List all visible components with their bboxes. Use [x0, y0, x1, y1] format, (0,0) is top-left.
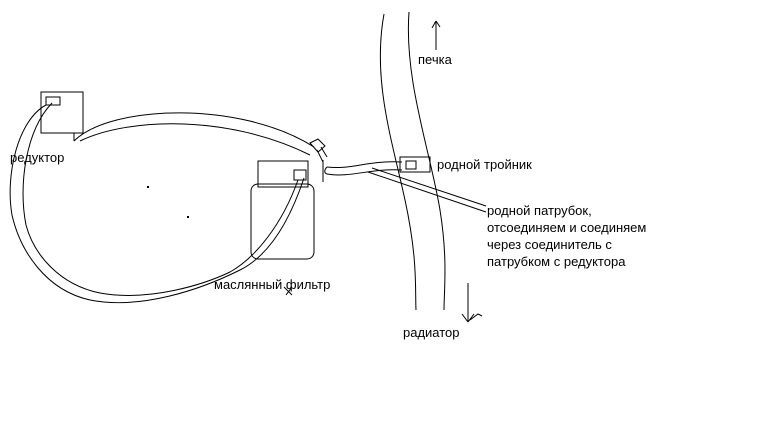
- label-oil-filter: маслянный фильтр: [214, 277, 331, 292]
- main-pipe-right-wall: [407, 11, 446, 311]
- hose-reducer-to-connector: [73, 112, 315, 156]
- label-native-pipe-line: отсоединяем и соединяем: [487, 220, 647, 235]
- label-native-pipe-line: родной патрубок,: [487, 203, 592, 218]
- label-native-tee: родной тройник: [437, 157, 532, 172]
- filter-label-mark: [283, 286, 293, 296]
- stray-dot: [187, 216, 189, 218]
- label-native-pipe: родной патрубок, отсоединяем и соединяем…: [487, 202, 646, 270]
- leader-line-upper: [371, 167, 487, 207]
- oil-filter: [250, 160, 315, 260]
- label-native-pipe-line: патрубком с редуктора: [487, 254, 626, 269]
- native-tee: [399, 156, 431, 173]
- arrow-down-icon: [461, 283, 483, 323]
- hose-connector: [309, 138, 328, 182]
- label-heater: печка: [418, 52, 452, 67]
- hose-connector-to-tee: [324, 161, 403, 176]
- label-reducer: редуктор: [10, 150, 65, 165]
- stray-dot: [147, 186, 149, 188]
- reducer-box: [40, 91, 84, 141]
- arrow-up-icon: [431, 20, 441, 50]
- main-pipe-left-wall: [379, 13, 417, 311]
- label-radiator: радиатор: [403, 325, 460, 340]
- hose-loop-through-filter: [9, 102, 305, 304]
- label-native-pipe-line: через соединитель с: [487, 237, 612, 252]
- leader-line-lower: [367, 171, 487, 213]
